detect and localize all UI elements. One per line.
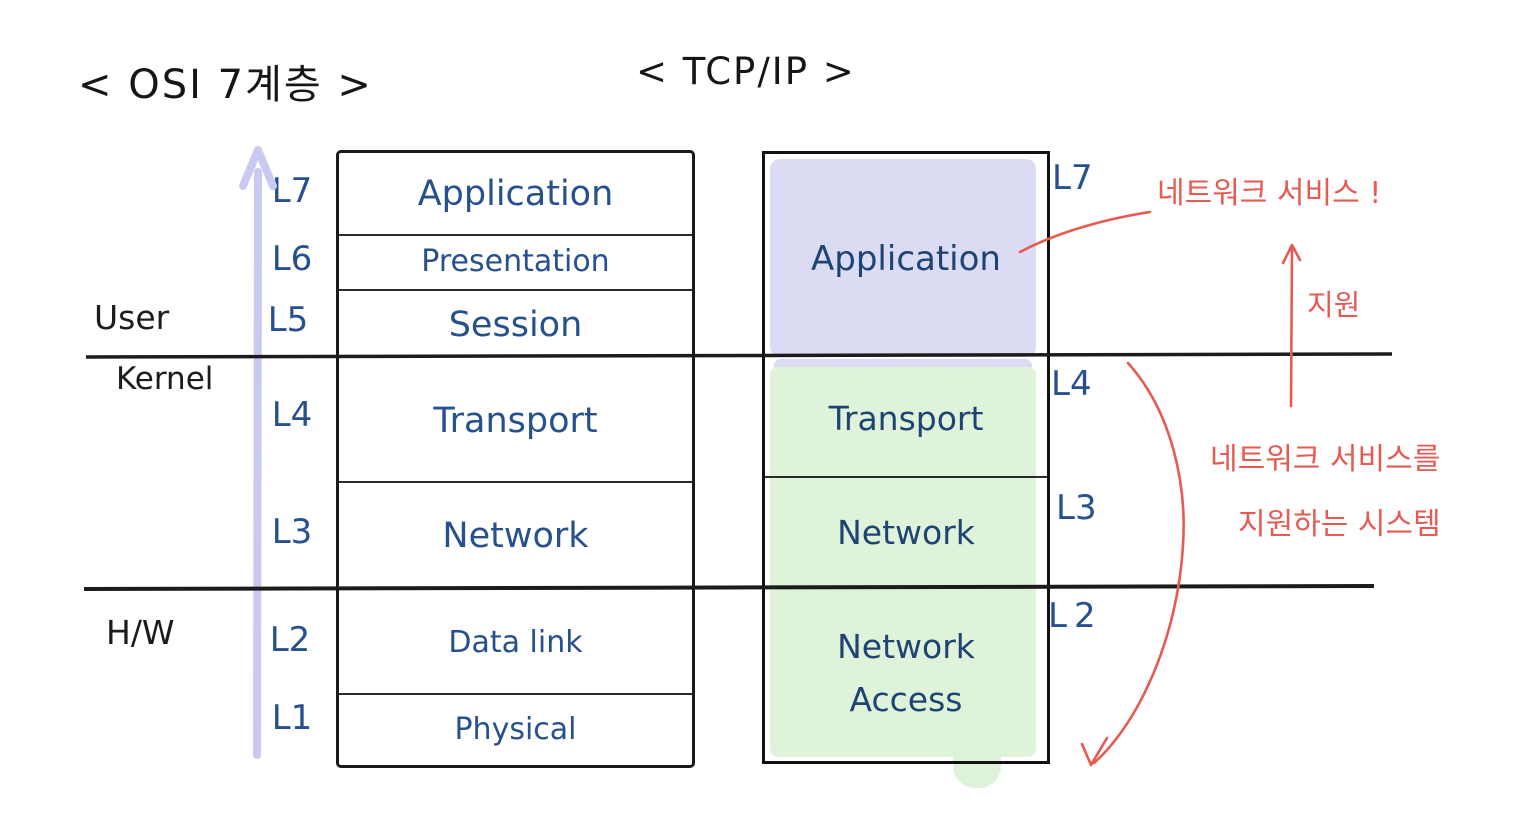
system-scope-arc	[1092, 361, 1185, 765]
system-note-line2: 지원하는 시스템	[1238, 507, 1441, 542]
tcp-row-application: Application	[765, 194, 1047, 324]
support-note: 지원	[1307, 288, 1361, 322]
osi-row-divider	[339, 481, 692, 483]
osi-row-physical: Physical	[339, 693, 692, 765]
osi-row-transport: Transport	[339, 360, 692, 481]
osi-layer-number-l3: L3	[271, 512, 313, 552]
tcp-layer-number-l3: L3	[1056, 488, 1097, 528]
osi-layer-physical: Physical	[454, 711, 577, 747]
tcp-layer-transport: Transport	[828, 398, 984, 438]
tcpip-stack-box: Application Transport Network Network Ac…	[762, 151, 1050, 764]
user-space-label: User	[94, 298, 170, 337]
kernel-hw-highlight	[770, 367, 1036, 757]
network-service-note: 네트워크 서비스 !	[1157, 176, 1382, 211]
osi-layer-network: Network	[442, 516, 589, 556]
osi-layer-presentation: Presentation	[421, 244, 610, 279]
osi-row-datalink: Data link	[339, 591, 692, 693]
system-note-line1: 네트워크 서비스를	[1210, 442, 1441, 477]
support-arrow-shaft	[1289, 246, 1294, 408]
osi-row-divider	[339, 289, 692, 291]
hw-space-label: H/W	[106, 613, 175, 652]
kernel-space-label: Kernel	[116, 361, 214, 397]
osi-layer-number-l5: L5	[267, 300, 309, 340]
osi-layer-session: Session	[448, 304, 583, 345]
osi-layer-number-l2: L2	[269, 619, 311, 660]
tcp-layer-number-l7: L7	[1052, 158, 1093, 198]
tcp-layer-number-l2: L2	[1048, 596, 1103, 636]
tcp-layer-network: Network	[837, 513, 975, 552]
system-scope-arc-tip	[1080, 736, 1109, 767]
tcp-row-network-access: Network Access	[765, 594, 1047, 754]
tcp-row-divider	[765, 476, 1047, 478]
osi-row-network: Network	[339, 481, 692, 591]
osi-row-presentation: Presentation	[339, 234, 692, 289]
osi-stack-box: Application Presentation Session Transpo…	[336, 150, 695, 768]
application-highlight	[770, 159, 1036, 357]
osi-row-divider	[339, 234, 692, 236]
osi-layer-number-l6: L6	[271, 238, 313, 279]
user-kernel-boundary-line	[85, 352, 1393, 359]
tcp-row-network: Network	[765, 476, 1047, 589]
osi-row-session: Session	[339, 289, 692, 360]
tcpip-title: < TCP/IP >	[636, 50, 856, 93]
kernel-hw-boundary-line	[83, 584, 1375, 591]
tcp-row-transport: Transport	[765, 360, 1047, 476]
osi-layer-number-l7: L7	[271, 170, 313, 211]
osi-row-divider	[339, 693, 692, 695]
tcp-layer-application: Application	[811, 239, 1001, 279]
osi-title: < OSI 7계층 >	[78, 62, 373, 108]
osi-layer-number-l1: L1	[271, 698, 313, 738]
tcp-layer-number-l4: L4	[1051, 364, 1092, 404]
support-arrow-head	[1281, 243, 1302, 265]
osi-layer-number-l4: L4	[271, 395, 313, 435]
osi-layer-datalink: Data link	[448, 624, 583, 660]
osi-layer-transport: Transport	[433, 400, 598, 441]
osi-row-application: Application	[339, 153, 692, 234]
osi-layer-application: Application	[417, 173, 614, 214]
tcp-layer-network-access: Network Access	[837, 627, 975, 719]
